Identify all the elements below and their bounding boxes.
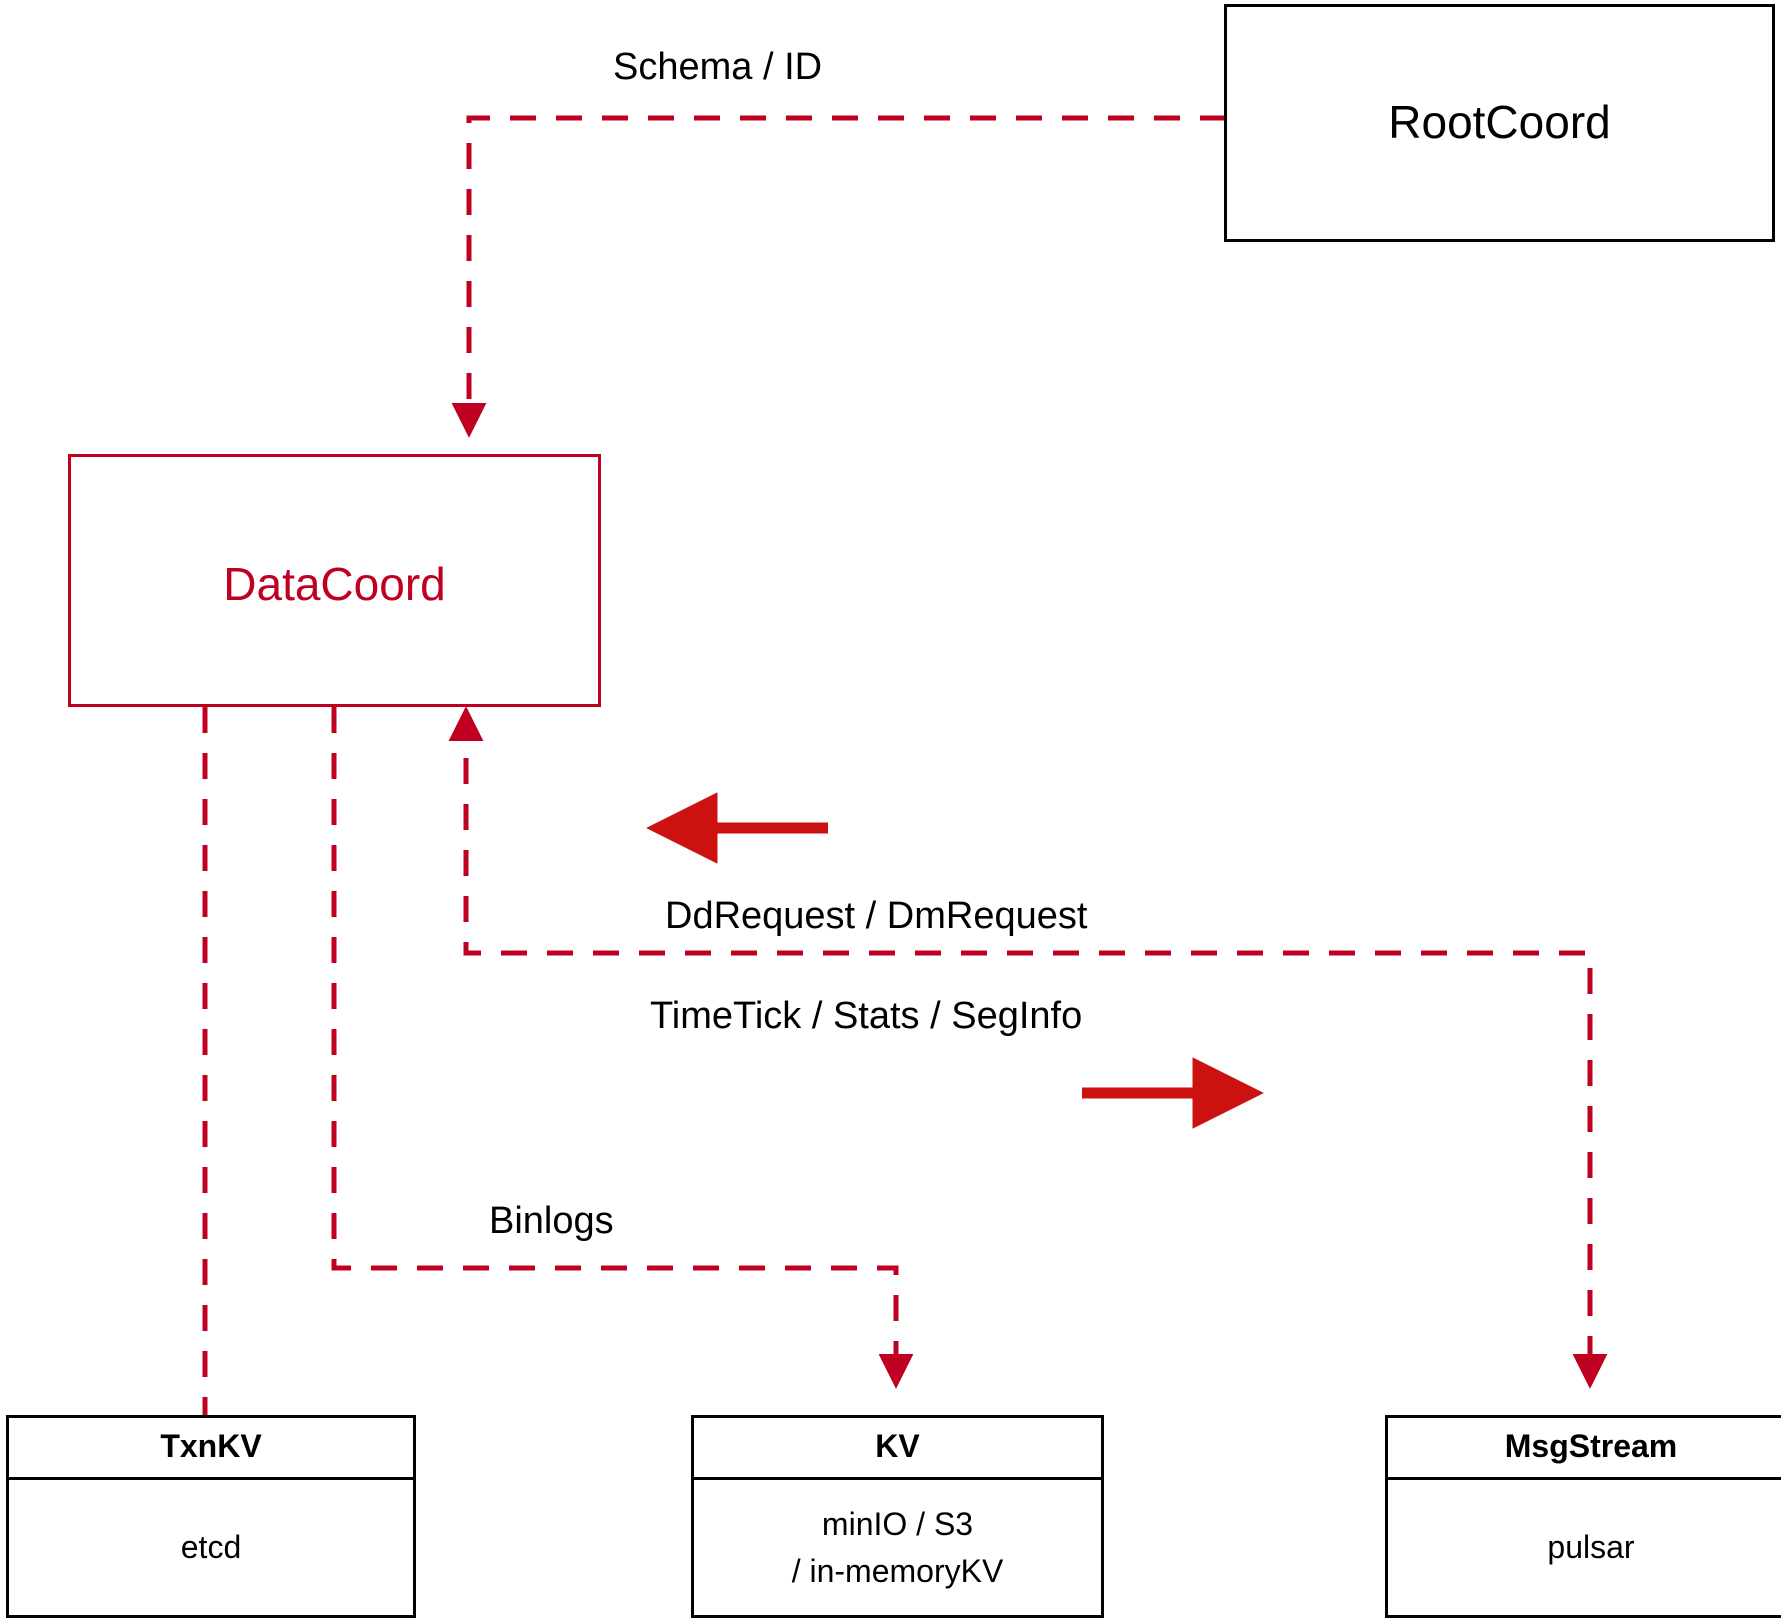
node-rootcoord[interactable]: RootCoord (1224, 4, 1775, 242)
store-msgstream[interactable]: MsgStream pulsar (1385, 1415, 1781, 1618)
edge-schema-id (451, 115, 1226, 438)
store-txnkv-body: etcd (9, 1480, 413, 1615)
store-msgstream-title: MsgStream (1388, 1418, 1781, 1480)
edge-label-dd-dm-request: DdRequest / DmRequest (665, 895, 1088, 937)
store-kv-title: KV (694, 1418, 1101, 1480)
edge-label-schema-id: Schema / ID (613, 46, 823, 88)
edge-label-timetick-stats-seginfo: TimeTick / Stats / SegInfo (650, 995, 1083, 1037)
store-txnkv[interactable]: TxnKV etcd (6, 1415, 416, 1618)
store-kv-body: minIO / S3 / in-memoryKV (694, 1480, 1101, 1615)
node-datacoord-label: DataCoord (223, 558, 446, 610)
store-kv[interactable]: KV minIO / S3 / in-memoryKV (691, 1415, 1104, 1618)
store-txnkv-title: TxnKV (9, 1418, 413, 1480)
store-kv-line-2: / in-memoryKV (791, 1552, 1004, 1589)
store-msgstream-body: pulsar (1388, 1480, 1781, 1615)
edge-datacoord-kv-binlogs (331, 707, 914, 1389)
edge-label-binlogs: Binlogs (489, 1200, 614, 1242)
store-msgstream-line-1: pulsar (1547, 1529, 1635, 1566)
node-rootcoord-label: RootCoord (1388, 96, 1611, 148)
node-datacoord[interactable]: DataCoord (68, 454, 601, 707)
edge-msgstream-datacoord (448, 706, 1608, 1389)
store-kv-line-1: minIO / S3 (821, 1506, 974, 1543)
store-txnkv-line-1: etcd (180, 1529, 242, 1566)
